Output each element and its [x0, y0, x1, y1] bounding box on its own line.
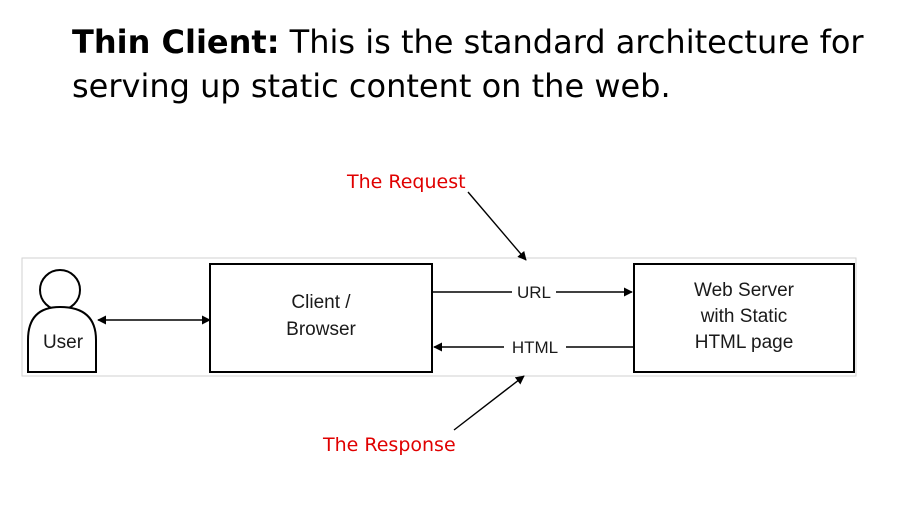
request-annotation: The Request	[346, 171, 466, 193]
server-label-line3: HTML page	[695, 332, 794, 353]
url-label: URL	[517, 283, 551, 302]
response-annotation: The Response	[322, 434, 456, 456]
html-label: HTML	[512, 338, 558, 357]
title-lead: Thin Client:	[72, 23, 280, 61]
response-pointer-arrow	[453, 375, 525, 431]
title-text: This is the standard architecture for se…	[72, 23, 864, 105]
server-label-line1: Web Server	[694, 280, 795, 301]
web-server-box	[633, 263, 855, 373]
slide-title: Thin Client: This is the standard archit…	[72, 20, 892, 108]
client-label-line1: Client /	[291, 292, 351, 313]
user-icon	[27, 269, 97, 373]
client-browser-box	[209, 263, 433, 373]
request-pointer-arrow	[467, 191, 527, 261]
client-label-line2: Browser	[286, 319, 356, 340]
user-label: User	[43, 332, 84, 353]
server-label-line2: with Static	[700, 306, 788, 327]
